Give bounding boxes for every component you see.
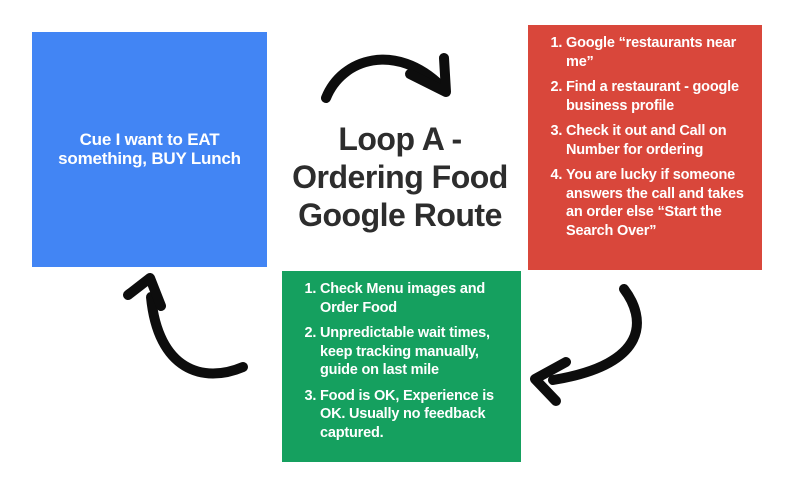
list-item: Unpredictable wait times, keep tracking …	[320, 324, 509, 380]
list-item: Google “restaurants near me”	[566, 34, 750, 71]
google-route-steps: Google “restaurants near me” Find a resta…	[528, 25, 762, 240]
order-outcome-box: Check Menu images and Order FoodUnpredic…	[282, 271, 521, 462]
curved-arrow-up-icon	[123, 273, 248, 379]
list-item: You are lucky if someone answers the cal…	[566, 166, 750, 240]
list-item: Check Menu images and Order Food	[320, 280, 509, 317]
list-item: Find a restaurant - google business prof…	[566, 78, 750, 115]
google-route-box: Google “restaurants near me” Find a resta…	[528, 25, 762, 270]
curved-arrow-right-icon	[321, 53, 451, 103]
cue-box: Cue I want to EAT something, BUY Lunch	[32, 32, 267, 267]
cue-box-text: Cue I want to EAT something, BUY Lunch	[58, 129, 241, 168]
list-item: Check it out and Call on Number for orde…	[566, 122, 750, 159]
list-item: Food is OK, Experience is OK. Usually no…	[320, 387, 509, 443]
diagram-title: Loop A - Ordering Food Google Route	[292, 121, 508, 233]
order-outcome-steps: Check Menu images and Order FoodUnpredic…	[282, 271, 521, 442]
curved-arrow-down-left-icon	[530, 284, 642, 406]
